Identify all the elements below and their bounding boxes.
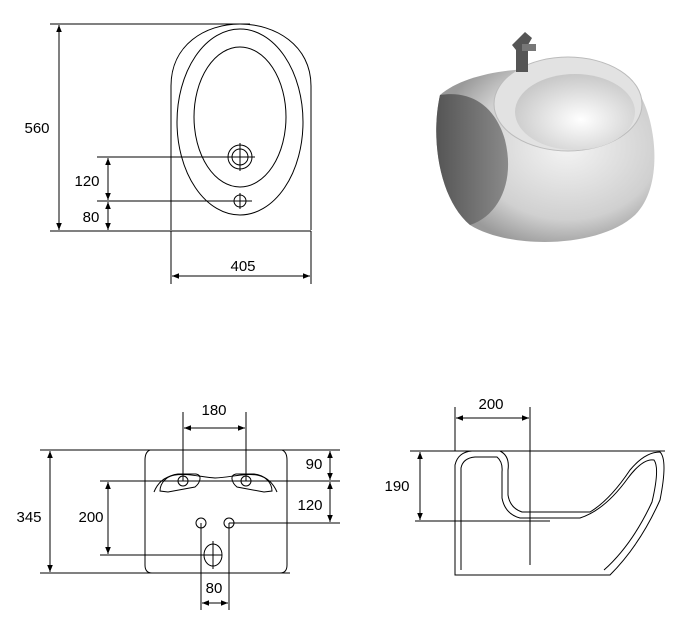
dim-drain-120: 120 bbox=[74, 173, 99, 190]
back-view: 180 345 200 90 120 80 bbox=[16, 402, 340, 610]
dim-pipe-80: 80 bbox=[206, 580, 223, 597]
section-view: 200 190 bbox=[384, 396, 665, 576]
dim-height-345: 345 bbox=[16, 509, 41, 526]
top-view: 560 120 80 405 bbox=[24, 23, 312, 284]
rim-ellipse bbox=[176, 28, 304, 216]
faucet-icon bbox=[512, 32, 532, 72]
dim-top-90: 90 bbox=[306, 456, 323, 473]
dim-middle-120: 120 bbox=[297, 497, 322, 514]
section-profile bbox=[454, 450, 665, 576]
dim-vertical-200: 200 bbox=[78, 509, 103, 526]
dim-bolt-spacing-180: 180 bbox=[201, 402, 226, 419]
dim-height-560: 560 bbox=[24, 120, 49, 137]
dim-height-190: 190 bbox=[384, 478, 409, 495]
bowl-ellipse bbox=[193, 46, 287, 188]
dim-depth-200: 200 bbox=[478, 396, 503, 413]
bidet-3d-render bbox=[436, 32, 655, 242]
dim-width-405: 405 bbox=[230, 258, 255, 275]
outer-outline bbox=[170, 23, 312, 230]
dim-hole-80: 80 bbox=[83, 209, 100, 226]
